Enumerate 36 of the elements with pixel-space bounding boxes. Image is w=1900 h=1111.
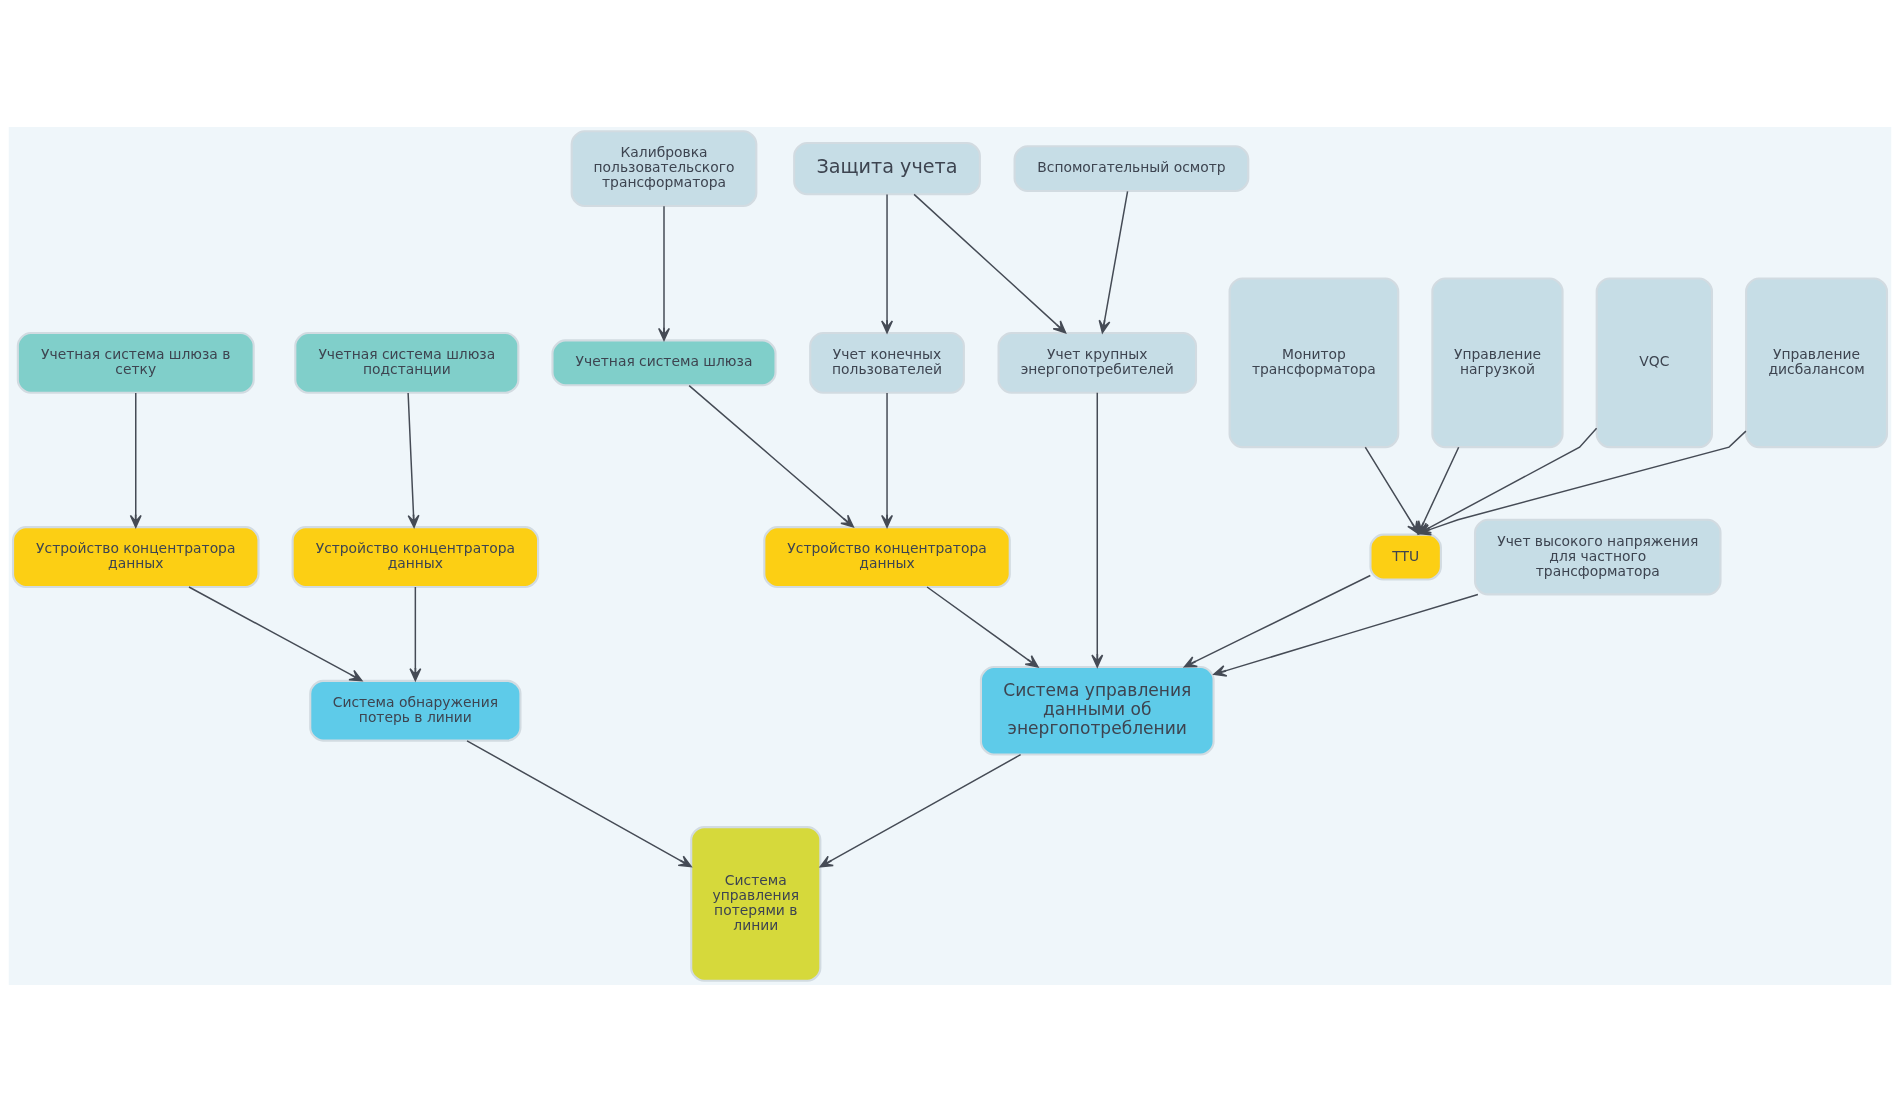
node-box: Управление нагрузкой xyxy=(1431,276,1564,448)
node-box: Вспомогательный осмотр xyxy=(1013,144,1250,192)
node-box: Устройство концентратора данных xyxy=(763,525,1011,588)
node-box: Система обнаружения потерь в линии xyxy=(309,679,522,742)
arrow xyxy=(466,739,692,867)
node-box: Управление дисбалансом xyxy=(1745,276,1889,448)
arrow xyxy=(129,391,142,528)
node-box: Устройство концентратора данных xyxy=(11,525,260,588)
node-box: Защита учета xyxy=(793,141,981,195)
node-box: Учетная система шлюза xyxy=(551,338,777,386)
arrow xyxy=(1098,190,1129,333)
arrow xyxy=(913,193,1067,333)
node-box: VQC xyxy=(1595,276,1714,448)
arrow xyxy=(1213,593,1479,677)
arrow xyxy=(819,753,1022,867)
arrow xyxy=(1183,574,1372,668)
arrow xyxy=(881,193,894,333)
arrow xyxy=(1091,391,1104,668)
node-box: Устройство концентратора данных xyxy=(291,525,540,588)
node-box: Учет конечных пользователей xyxy=(809,331,965,394)
arrow xyxy=(688,384,854,528)
node-box: Калибровка пользовательского трансформатора xyxy=(570,129,758,207)
node-box: Система управления данными об энергопотреблении xyxy=(979,665,1215,756)
node-box: Учетная система шлюза в сетку xyxy=(16,331,255,394)
node-box: Монитор трансформатора xyxy=(1228,276,1400,448)
arrow xyxy=(409,585,422,681)
arrow xyxy=(881,391,894,528)
node-box: Учет высокого напряжения для частного трансформатора xyxy=(1473,518,1722,595)
node-box: Система управления потерями в линии xyxy=(690,825,822,982)
node-box: TTU xyxy=(1369,533,1442,581)
node-box: Учет крупных энергопотребителей xyxy=(997,331,1198,394)
arrow xyxy=(407,391,420,528)
arrow xyxy=(926,585,1039,668)
node-box: Учетная система шлюза подстанции xyxy=(294,331,520,394)
arrow xyxy=(188,585,363,681)
arrow xyxy=(657,205,671,341)
